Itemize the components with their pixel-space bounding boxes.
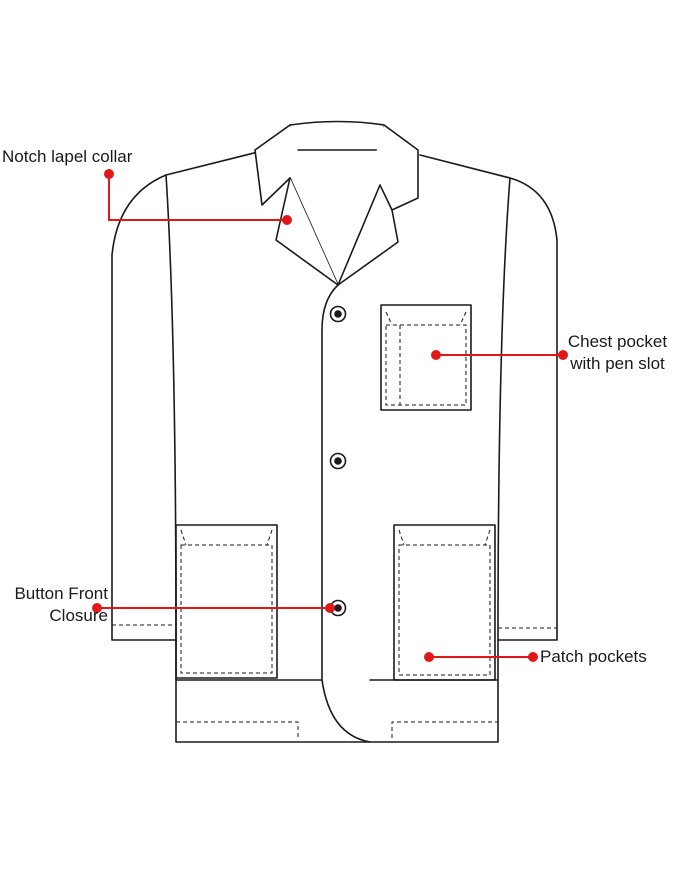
left-patch-pocket — [175, 524, 278, 679]
callout-patch-pockets — [424, 652, 538, 662]
right-collar — [337, 124, 419, 286]
label-button-closure: Button Front Closure — [0, 583, 108, 627]
callout-chest-pocket — [431, 350, 568, 360]
right-sleeve-seam — [497, 177, 511, 641]
label-collar: Notch lapel collar — [2, 147, 133, 166]
back-collar — [289, 120, 385, 151]
right-lapel — [337, 209, 399, 286]
label-button-closure-line1: Button Front — [14, 584, 108, 603]
stitching — [112, 311, 557, 738]
button-top — [329, 305, 347, 323]
front-opening — [321, 284, 371, 743]
callout-collar — [104, 169, 292, 225]
label-patch-pockets: Patch pockets — [540, 647, 647, 666]
left-sleeve-seam — [165, 174, 177, 641]
label-button-closure-line2: Closure — [49, 606, 108, 625]
coat-outline — [111, 151, 558, 743]
label-chest-pocket-line1: Chest pocket — [567, 332, 668, 351]
callout-button-closure — [92, 603, 335, 613]
label-chest-pocket-line2: with pen slot — [570, 354, 665, 373]
button-middle — [329, 452, 347, 470]
right-patch-pocket — [393, 524, 496, 681]
left-lapel — [275, 177, 339, 286]
label-chest-pocket: Chest pocket with pen slot — [560, 331, 675, 375]
chest-pocket — [380, 304, 472, 411]
